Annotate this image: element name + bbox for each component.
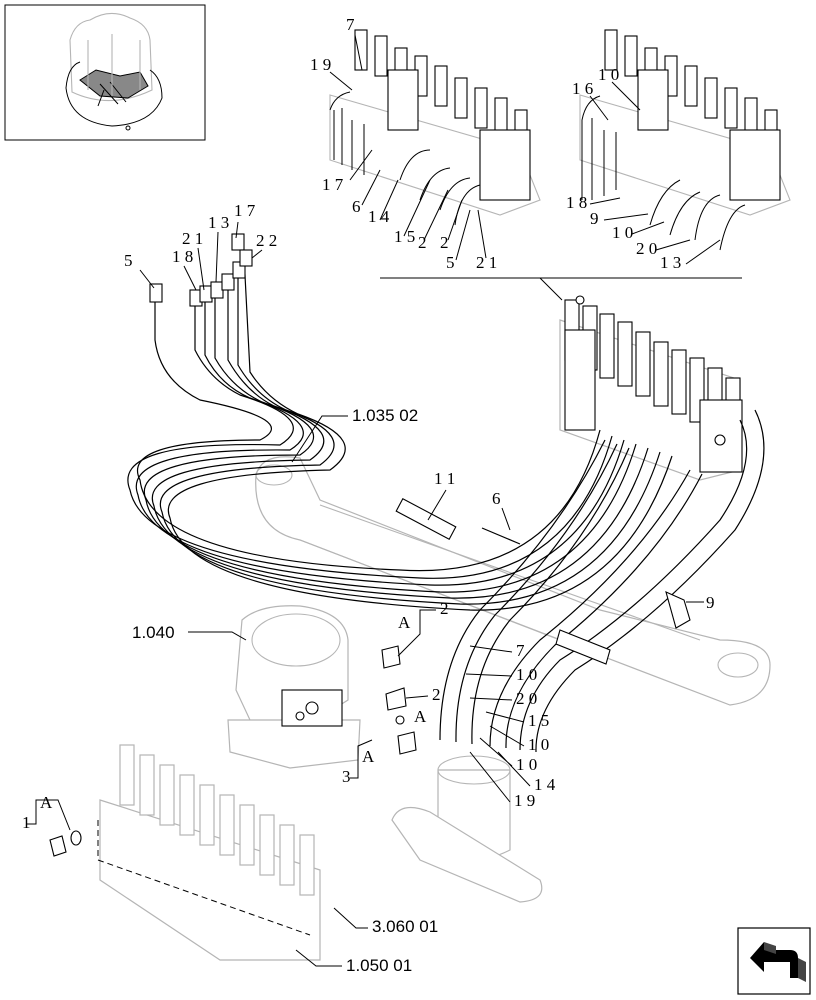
callout-label: 1 7 (234, 201, 256, 220)
callout-label: 5 (124, 251, 133, 270)
inset-right-valve-bank (579, 29, 791, 251)
callout-label: 1 9 (310, 55, 331, 74)
callout-label: 2 1 (476, 253, 497, 272)
ref-1-040: 1.040 (132, 623, 175, 642)
callout-label: 2 0 (636, 239, 657, 258)
callout-label: 9 (590, 209, 599, 228)
callout-label: 2 (440, 233, 449, 252)
inset-leader (380, 277, 742, 301)
callout-label: 1 0 (516, 665, 537, 684)
ref-1-035-02: 1.035 02 (352, 406, 418, 425)
ref-1-050-01: 1.050 01 (346, 956, 412, 975)
callout-labels: 2 7 1 0 2 0 1 5 1 0 1 0 1 4 1 9 9 6 1 1 … (22, 201, 715, 832)
callout-label: 1 3 (660, 253, 681, 272)
locator-thumbnail (4, 4, 206, 141)
callout-label: A (362, 747, 375, 766)
callout-label: 1 7 (322, 175, 344, 194)
callout-label: 2 1 (182, 229, 203, 248)
main-valve-bank (559, 295, 743, 481)
arrow-icon[interactable] (737, 927, 811, 995)
callout-label: 2 (432, 685, 441, 704)
callout-label: 3 (342, 767, 351, 786)
ref-3-060-01: 3.060 01 (372, 917, 438, 936)
callout-label: A (414, 707, 427, 726)
callout-label: 1 0 (598, 65, 619, 84)
callout-label: 7 (516, 641, 525, 660)
callout-label: 1 0 (612, 223, 633, 242)
hose-end-fittings (149, 233, 253, 307)
reference-labels: 1.035 02 1.040 3.060 01 1.050 01 (132, 406, 438, 975)
callout-label: 9 (706, 593, 715, 612)
callout-label: 1 8 (566, 193, 587, 212)
callout-label: 2 (418, 233, 427, 252)
callout-label: 1 4 (368, 207, 390, 226)
callout-label: 1 5 (528, 711, 549, 730)
callout-label: 1 (22, 813, 31, 832)
callout-label: 1 0 (528, 735, 549, 754)
callout-label: 1 9 (514, 791, 535, 810)
callout-label: 1 1 (434, 469, 455, 488)
callout-label: 2 2 (256, 231, 277, 250)
inset-left-valve-bank (329, 29, 541, 226)
hose-bundle (127, 255, 765, 753)
inset-right-labels: 1 0 1 6 1 8 9 1 0 2 0 1 3 (566, 65, 721, 272)
swing-motor-ghost (227, 605, 361, 769)
callout-label: 6 (492, 489, 501, 508)
callout-label: 2 0 (516, 689, 537, 708)
callout-label: 5 (446, 253, 455, 272)
callout-label: 2 (440, 599, 449, 618)
boom-cylinder-ghost (255, 456, 771, 706)
callout-label: 1 8 (172, 247, 193, 266)
rotary-joint-ghost (391, 755, 543, 903)
callout-label: 7 (346, 15, 355, 34)
callout-label: 1 4 (534, 775, 556, 794)
callout-label: 6 (352, 197, 361, 216)
inset-left-labels: 7 1 9 1 7 6 1 4 1 5 2 2 5 2 1 (310, 15, 497, 272)
callout-label: 1 6 (572, 79, 593, 98)
control-valve-ghost (97, 744, 321, 961)
callout-label: 1 5 (394, 227, 415, 246)
callout-label: A (398, 613, 411, 632)
adapter-fittings (49, 497, 691, 857)
callout-label: A (40, 793, 53, 812)
callout-label: 1 3 (208, 213, 229, 232)
callout-label: 1 0 (516, 755, 537, 774)
